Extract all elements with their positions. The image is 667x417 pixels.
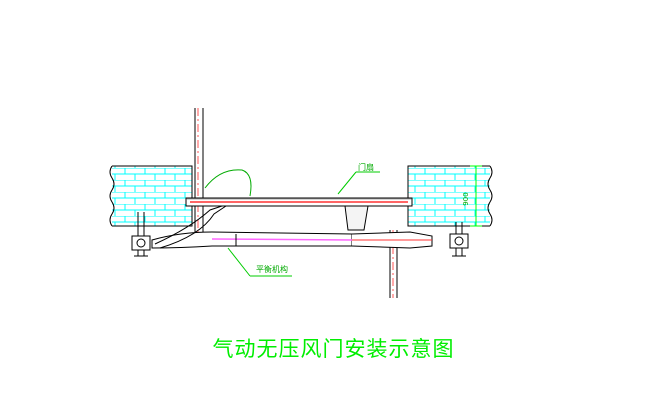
balance-mechanism	[151, 205, 433, 249]
leader-balance: 平衡机构	[227, 247, 292, 277]
door-label: 门扇	[358, 162, 374, 172]
leader-door: 门扇	[337, 162, 380, 195]
swing-arc	[204, 169, 252, 197]
right-bracket	[449, 222, 469, 257]
balance-label: 平衡机构	[256, 264, 288, 274]
dimension-value: 900	[462, 192, 470, 205]
left-bracket	[131, 212, 151, 257]
door-leaf	[185, 197, 413, 231]
drawing-title: 气动无压风门安装示意图	[212, 337, 455, 361]
left-wall	[109, 165, 193, 227]
right-wall	[407, 165, 493, 227]
dimension-marker: 900	[462, 165, 482, 227]
